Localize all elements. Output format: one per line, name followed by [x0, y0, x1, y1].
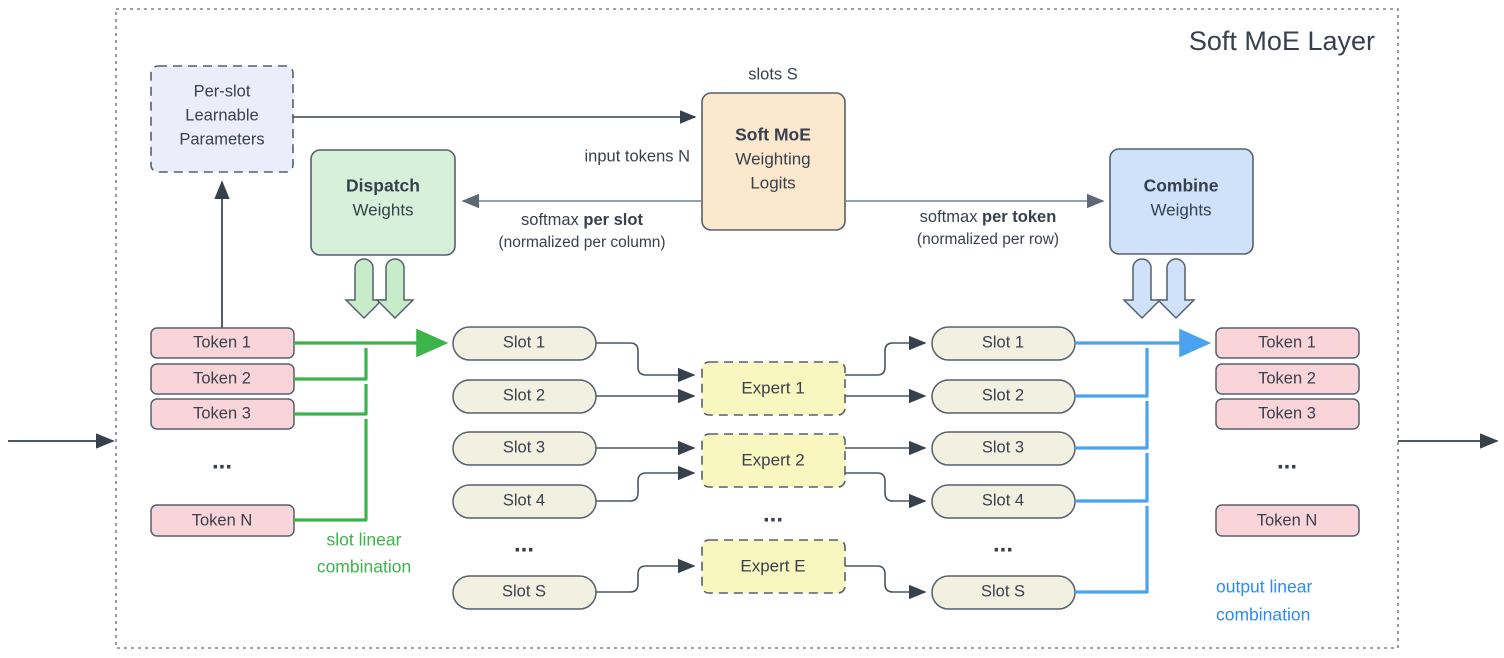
right-slot-label: Slot 3 [982, 438, 1024, 456]
output-token-label: Token 2 [1258, 369, 1316, 387]
input-tokens-ellipsis: ... [212, 447, 232, 474]
right-slot-label: Slot S [981, 582, 1025, 600]
left-slot-label: Slot 2 [503, 386, 545, 404]
soft-moe-logits-box[interactable] [701, 92, 846, 231]
dispatch-weights-box[interactable] [310, 149, 456, 256]
left-slot-label: Slot 3 [503, 438, 545, 456]
output-tokens-group: Token 1 Token 2 Token 3 ... Token N [1215, 327, 1360, 537]
soft-moe-logits-line2: Weighting [735, 149, 810, 168]
input-token-label: Token 3 [193, 404, 251, 422]
experts-to-slots-connectors [845, 335, 927, 600]
input-token-label: Token N [192, 511, 253, 529]
soft-moe-logits-line1: Soft MoE [735, 125, 811, 145]
left-slot-label: Slot S [502, 582, 546, 600]
slots-s-label: slots S [748, 65, 798, 83]
per-slot-parameters-box[interactable] [150, 65, 294, 173]
left-slots-ellipsis: ... [514, 530, 534, 557]
softmax-per-slot-prefix: softmax [521, 211, 583, 229]
softmax-per-token-sub: (normalized per row) [917, 231, 1059, 248]
input-tokens-label: input tokens N [585, 147, 690, 165]
expert-box[interactable] [701, 361, 846, 416]
per-slot-parameters-line3: Parameters [179, 130, 264, 148]
combine-weights-line1: Combine [1144, 176, 1219, 196]
expert-label: Expert E [740, 556, 805, 575]
slot-linear-combination-line1: slot linear [327, 530, 402, 550]
right-slot-label: Slot 4 [982, 491, 1024, 509]
softmax-per-slot-label: softmax per slot [521, 211, 643, 229]
dispatch-weights-line1: Dispatch [346, 176, 420, 196]
per-slot-parameters-line1: Per-slot [194, 82, 251, 100]
output-linear-combination-line1: output linear [1216, 577, 1312, 597]
dispatch-block-arrow-1 [344, 258, 384, 320]
input-token-label: Token 2 [193, 369, 251, 387]
left-slot-label: Slot 4 [503, 491, 545, 509]
dispatch-weights-line2: Weights [352, 200, 413, 219]
softmax-per-token-prefix: softmax [920, 208, 982, 226]
input-token-label: Token 1 [193, 333, 251, 351]
softmax-per-token-bold: per token [982, 208, 1056, 226]
output-linear-combination-line2: combination [1216, 605, 1310, 625]
expert-box[interactable] [701, 433, 846, 488]
slots-to-experts-connectors [596, 342, 696, 593]
combine-weights-line2: Weights [1150, 200, 1211, 219]
combine-block-arrow-1 [1122, 258, 1162, 320]
combine-weights-box[interactable] [1109, 148, 1254, 255]
left-slots-group: Slot 1 Slot 2 Slot 3 Slot 4 ... Slot S [452, 326, 597, 610]
input-tokens-group: Token 1 Token 2 Token 3 ... Token N [150, 327, 295, 537]
output-linear-combination-bus [1075, 328, 1212, 594]
output-token-label: Token 1 [1258, 333, 1316, 351]
experts-group: Expert 1 Expert 2 ... Expert E [701, 361, 846, 594]
per-slot-parameters-line2: Learnable [185, 106, 258, 124]
output-tokens-ellipsis: ... [1277, 447, 1297, 474]
expert-box[interactable] [701, 539, 846, 594]
output-token-row[interactable] [1215, 398, 1360, 430]
expert-label: Expert 1 [741, 378, 804, 397]
experts-ellipsis: ... [763, 500, 783, 527]
combine-block-arrow-2 [1156, 258, 1196, 320]
slot-linear-combination-bus [294, 328, 449, 522]
right-slot-label: Slot 2 [982, 386, 1024, 404]
dispatch-block-arrow-2 [375, 258, 415, 320]
output-token-row[interactable] [1215, 504, 1360, 537]
right-slots-ellipsis: ... [993, 530, 1013, 557]
softmax-per-token-label: softmax per token [920, 208, 1057, 226]
right-slots-group: Slot 1 Slot 2 Slot 3 Slot 4 ... Slot S [931, 326, 1076, 610]
softmax-per-slot-sub: (normalized per column) [498, 234, 665, 251]
output-token-row[interactable] [1215, 363, 1360, 395]
softmax-per-slot-bold: per slot [583, 211, 643, 229]
left-slot-label: Slot 1 [503, 333, 545, 351]
slot-linear-combination-line2: combination [317, 557, 411, 577]
expert-label: Expert 2 [741, 450, 804, 469]
soft-moe-logits-line3: Logits [750, 173, 795, 192]
output-token-label: Token N [1257, 511, 1318, 529]
right-slot-label: Slot 1 [982, 333, 1024, 351]
page-title: Soft MoE Layer [1189, 26, 1375, 56]
output-token-row[interactable] [1215, 327, 1360, 359]
soft-moe-layer-frame [115, 8, 1399, 649]
output-token-label: Token 3 [1258, 404, 1316, 422]
